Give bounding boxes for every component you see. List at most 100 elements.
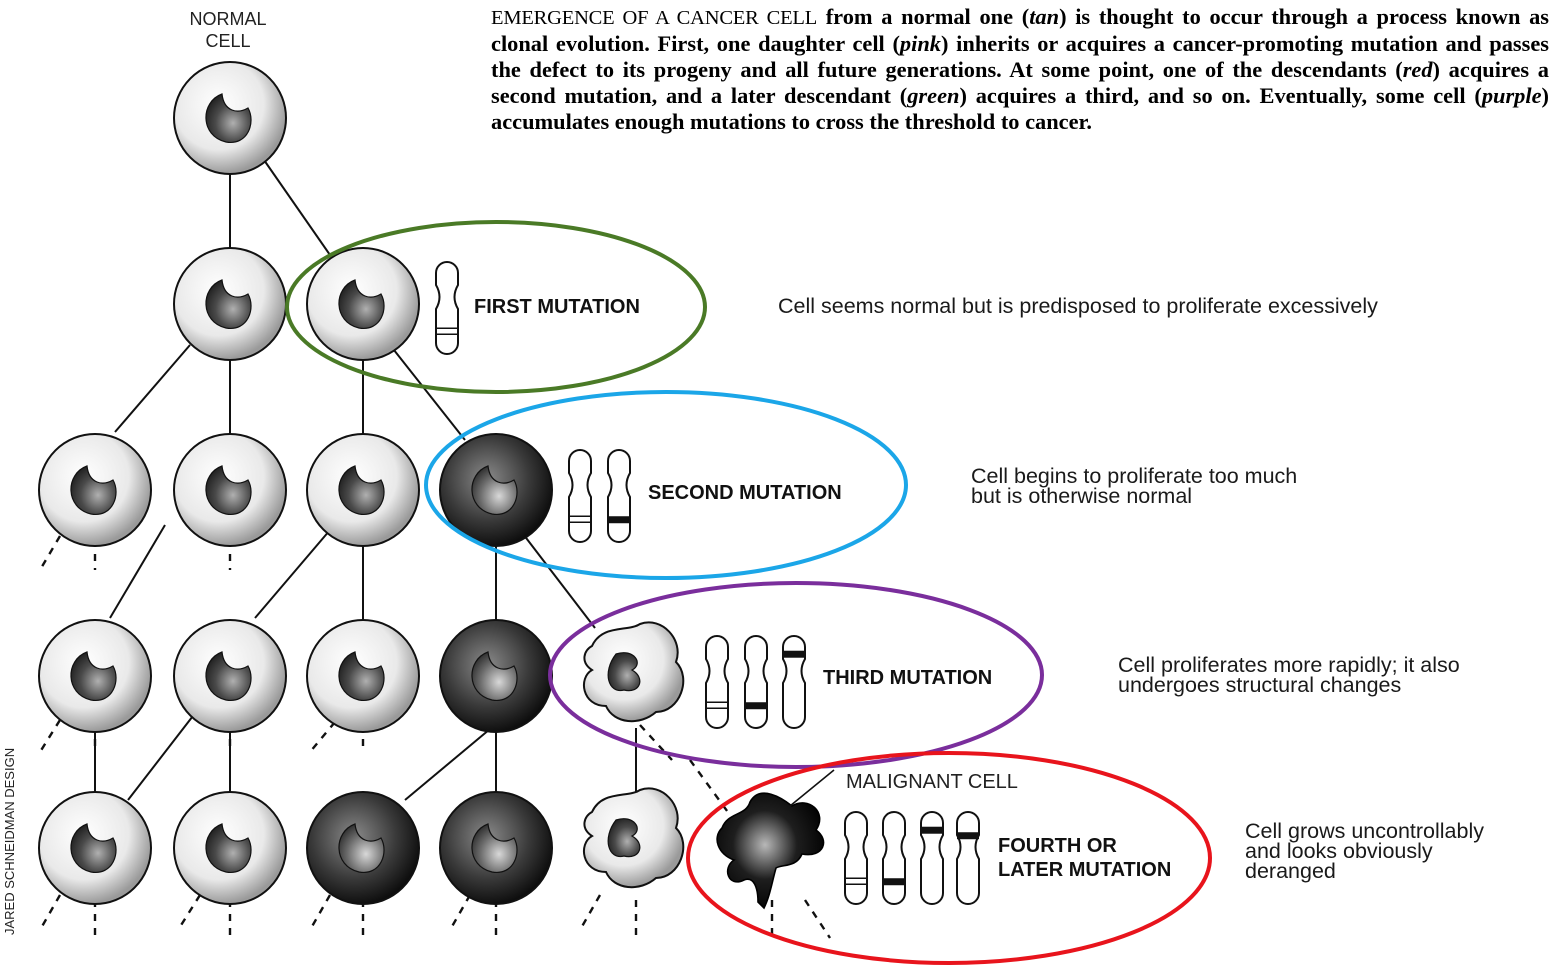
- cells: [38, 61, 835, 910]
- normal-cell: [38, 619, 152, 733]
- malignant-cell-label: MALIGNANT CELL: [846, 771, 1018, 793]
- fourth-mutation-label: FOURTH OR LATER MUTATION: [998, 835, 1172, 881]
- continuation-line: [176, 894, 202, 931]
- normal-cell: [173, 619, 287, 733]
- continuation-line: [578, 894, 602, 931]
- cell-nucleus: [205, 465, 252, 515]
- chromosome-outline: [782, 635, 806, 729]
- normal-cell: [38, 791, 152, 905]
- chromosome-icon: [782, 635, 806, 729]
- mutation-band: [783, 650, 805, 658]
- mutant-cell: [306, 791, 420, 905]
- cell-nucleus: [205, 651, 252, 701]
- cell-nucleus: [205, 279, 252, 329]
- cell-nucleus: [471, 823, 518, 873]
- chromosome-outline: [844, 811, 868, 905]
- continuation-line: [38, 894, 62, 931]
- continuation-line: [308, 894, 332, 931]
- first-mutation-description: Cell seems normal but is predisposed to …: [778, 294, 1378, 318]
- cell-nucleus: [338, 651, 385, 701]
- figure-caption: EMERGENCE OF A CANCER CELL from a normal…: [491, 4, 1549, 134]
- malignant-cell: [716, 769, 835, 910]
- chromosome-icon: [744, 635, 768, 729]
- cell-nucleus: [607, 818, 641, 858]
- cell-nucleus: [70, 823, 117, 873]
- first-mutation-label: FIRST MUTATION: [474, 296, 640, 318]
- chromosome-icon: [705, 635, 729, 729]
- normal-cell: [306, 433, 420, 547]
- chromosome-icon: [844, 811, 868, 905]
- lineage-line: [114, 344, 191, 433]
- mutation-rings: [285, 220, 1212, 965]
- chromosome-icons: [435, 261, 980, 905]
- mutant-cell: [439, 619, 553, 733]
- cell-nucleus: [471, 465, 518, 515]
- third-mutation-label: THIRD MUTATION: [823, 667, 993, 689]
- chromosome-outline: [435, 261, 459, 355]
- normal-cell: [306, 619, 420, 733]
- lineage-line: [404, 723, 497, 801]
- third-mutation-description: Cell proliferates more rapidly; it also …: [1118, 653, 1460, 697]
- normal-cell: [173, 61, 287, 175]
- lineage-line: [254, 529, 331, 619]
- cell-nucleus: [338, 279, 385, 329]
- malignant-pointer: [789, 769, 835, 807]
- mutation-band: [745, 702, 767, 710]
- mutation-band: [608, 516, 630, 524]
- mutation-4-ring: [686, 751, 1212, 965]
- continuation-line: [448, 894, 472, 931]
- cell-membrane: [716, 792, 825, 910]
- chromosome-icon: [920, 811, 944, 905]
- continuation-line: [38, 535, 62, 571]
- cell-nucleus: [471, 651, 518, 701]
- continuation-line: [38, 719, 62, 753]
- chromosome-icon: [568, 449, 592, 543]
- continuation-line: [309, 721, 336, 753]
- normal-cell: [173, 433, 287, 547]
- chromosome-outline: [744, 635, 768, 729]
- chromosome-outline: [568, 449, 592, 543]
- chromosome-outline: [882, 811, 906, 905]
- design-credit: JARED SCHNEIDMAN DESIGN: [2, 747, 17, 935]
- chromosome-outline: [705, 635, 729, 729]
- mutant-cell: [439, 433, 553, 547]
- normal-cell-label: NORMAL CELL: [189, 9, 267, 51]
- chromosome-icon: [435, 261, 459, 355]
- chromosome-outline: [920, 811, 944, 905]
- continuation-line: [803, 899, 832, 939]
- chromosome-icon: [956, 811, 980, 905]
- cell-nucleus: [70, 465, 117, 515]
- second-mutation-description: Cell begins to proliferate too much but …: [971, 464, 1298, 508]
- deformed-cell: [583, 787, 685, 889]
- chromosome-outline: [607, 449, 631, 543]
- cell-nucleus: [205, 823, 252, 873]
- cell-nucleus: [205, 93, 252, 143]
- fourth-mutation-description: Cell grows uncontrollably and looks obvi…: [1245, 819, 1484, 883]
- lineage-line: [519, 529, 596, 629]
- cell-nucleus: [70, 651, 117, 701]
- cell-nucleus: [338, 465, 385, 515]
- lineage-line: [263, 159, 331, 256]
- chromosome-icon: [882, 811, 906, 905]
- chromosome-outline: [956, 811, 980, 905]
- lineage-line: [109, 524, 166, 619]
- caption-lead: EMERGENCE OF A CANCER CELL: [491, 7, 818, 29]
- mutation-band: [921, 826, 943, 834]
- lineage-line: [127, 711, 197, 801]
- mutant-cell: [439, 791, 553, 905]
- normal-cell: [173, 791, 287, 905]
- lineage-line: [389, 344, 466, 441]
- normal-cell: [306, 247, 420, 361]
- normal-cell: [38, 433, 152, 547]
- mutation-3-ring: [548, 581, 1044, 769]
- cell-nucleus: [607, 652, 641, 692]
- deformed-cell: [583, 621, 685, 723]
- cell-nucleus: [338, 823, 385, 873]
- chromosome-icon: [607, 449, 631, 543]
- mutation-2-ring: [424, 390, 908, 580]
- mutation-band: [957, 832, 979, 840]
- second-mutation-label: SECOND MUTATION: [648, 482, 842, 504]
- mutation-band: [883, 878, 905, 886]
